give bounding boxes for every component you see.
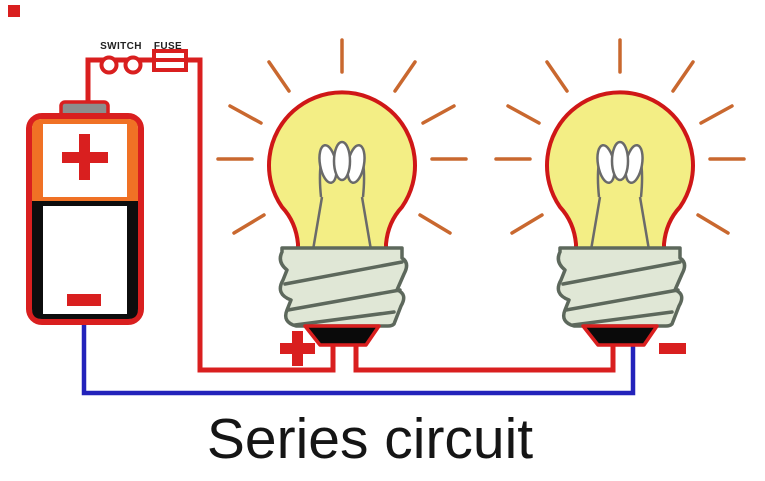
switch-contact-left [99,55,119,75]
bulb1-positive-symbol [280,331,315,366]
switch-label: SWITCH [100,41,142,52]
switch-contact-right [123,55,143,75]
switch-component: SWITCH [99,41,143,75]
battery-minus-symbol [67,294,101,306]
wiring [81,57,636,396]
battery [26,100,144,325]
blue-return-wire [81,318,636,396]
bulb2-negative-symbol [659,343,686,354]
diagram-title: Series circuit [207,407,533,471]
fuse-component: FUSE [152,41,188,72]
bulb-2 [494,38,746,347]
battery-plus-symbol [62,134,108,180]
red-wire-bulb1-to-bulb2 [353,338,616,373]
bulb-1 [216,38,468,347]
corner-mark [8,5,20,17]
fuse-label: FUSE [154,41,182,52]
red-wire-battery-to-bulb1 [85,57,336,373]
